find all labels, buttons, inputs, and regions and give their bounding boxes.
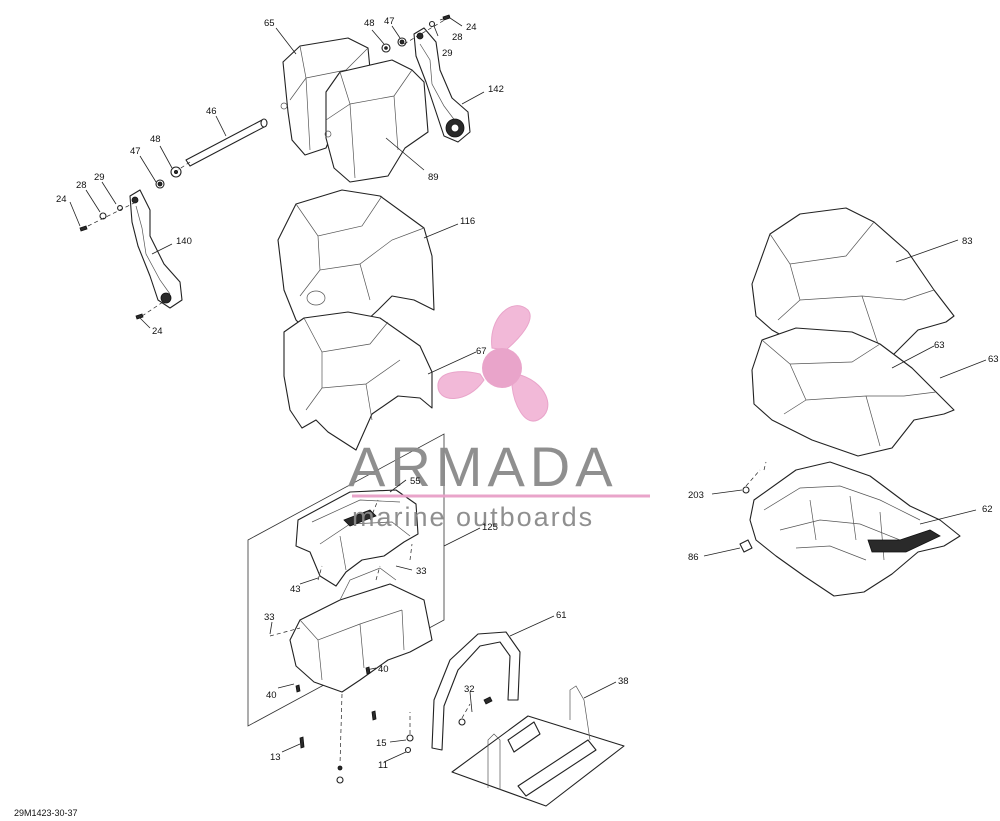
assembly-dashed-lines bbox=[87, 17, 449, 765]
callout-33: 33 bbox=[416, 566, 427, 577]
callout-67: 67 bbox=[476, 346, 487, 357]
callout-116: 116 bbox=[460, 216, 475, 227]
hardware-fasteners-bottom bbox=[295, 666, 414, 784]
propeller-icon bbox=[437, 305, 549, 422]
callout-43: 43 bbox=[290, 584, 301, 595]
hardware-washers-left bbox=[79, 166, 182, 320]
part-62-seat-base-pan bbox=[749, 461, 961, 597]
callout-125: 125 bbox=[482, 522, 498, 533]
watermark-brand: ARMADA bbox=[348, 435, 618, 498]
part-140-bracket-arm bbox=[129, 189, 183, 309]
callout-33: 33 bbox=[264, 612, 275, 623]
part-61-bent-strap bbox=[431, 631, 521, 751]
callout-29: 29 bbox=[94, 172, 105, 183]
callout-13: 13 bbox=[270, 752, 281, 763]
callout-55: 55 bbox=[410, 476, 421, 487]
part-46-shaft bbox=[185, 118, 268, 167]
callout-140: 140 bbox=[176, 236, 192, 247]
callout-63: 63 bbox=[934, 340, 945, 351]
callout-47: 47 bbox=[384, 16, 395, 27]
hardware-32 bbox=[458, 696, 493, 726]
callout-29: 29 bbox=[442, 48, 453, 59]
callout-65: 65 bbox=[264, 18, 275, 29]
callout-203: 203 bbox=[688, 490, 704, 501]
hardware-203-86 bbox=[739, 461, 767, 553]
leader-lines bbox=[69, 17, 987, 763]
drawing-code: 29M1423-30-37 bbox=[14, 808, 78, 818]
callout-28: 28 bbox=[452, 32, 463, 43]
callout-labels: 65 48 47 24 28 29 142 46 89 48 47 29 28 … bbox=[56, 16, 999, 771]
part-55-upper-housing bbox=[295, 489, 419, 587]
callout-62: 62 bbox=[982, 504, 993, 515]
callout-24: 24 bbox=[466, 22, 477, 33]
callout-48: 48 bbox=[364, 18, 375, 29]
callout-24: 24 bbox=[56, 194, 67, 205]
part-63-seat-foam bbox=[751, 327, 955, 457]
callout-61: 61 bbox=[556, 610, 567, 621]
part-89-backrest bbox=[324, 59, 429, 183]
callout-48: 48 bbox=[150, 134, 161, 145]
callout-11: 11 bbox=[378, 760, 388, 771]
callout-40: 40 bbox=[378, 664, 389, 675]
part-lower-frame bbox=[289, 567, 433, 693]
watermark-tagline: marine outboards bbox=[352, 502, 594, 532]
part-125-frame-assembly-box bbox=[247, 433, 445, 727]
callout-15: 15 bbox=[376, 738, 387, 749]
callout-86: 86 bbox=[688, 552, 699, 563]
callout-89: 89 bbox=[428, 172, 439, 183]
part-142-bracket-arm bbox=[413, 27, 471, 143]
callout-83: 83 bbox=[962, 236, 973, 247]
callout-24: 24 bbox=[152, 326, 163, 337]
callout-38: 38 bbox=[618, 676, 629, 687]
callout-40: 40 bbox=[266, 690, 277, 701]
armada-watermark: ARMADA marine outboards bbox=[348, 305, 650, 532]
callout-46: 46 bbox=[206, 106, 217, 117]
callout-142: 142 bbox=[488, 84, 504, 95]
part-38-cushion-board bbox=[451, 685, 625, 807]
callout-28: 28 bbox=[76, 180, 87, 191]
callout-63: 63 bbox=[988, 354, 999, 365]
callout-32: 32 bbox=[464, 684, 475, 695]
part-67-seat-foam bbox=[283, 311, 433, 451]
hardware-washers-top bbox=[381, 14, 451, 53]
callout-47: 47 bbox=[130, 146, 141, 157]
